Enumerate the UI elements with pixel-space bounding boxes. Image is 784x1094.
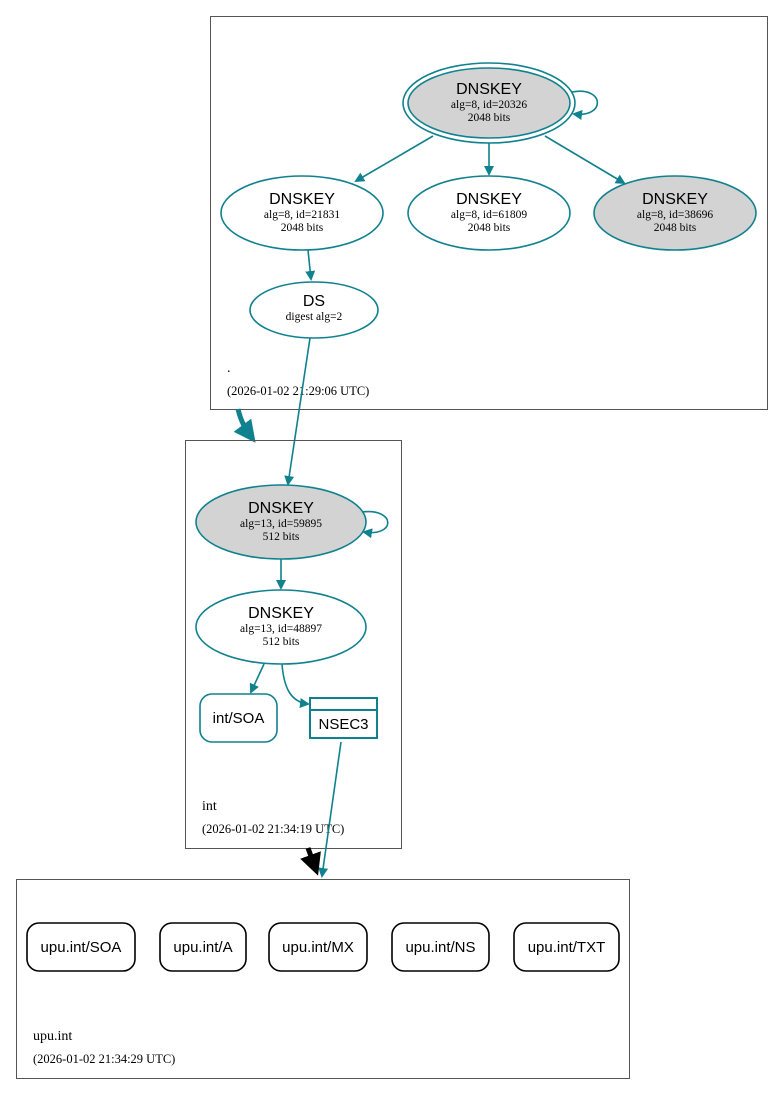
- rrset-box: [159, 922, 247, 972]
- node-title: DNSKEY: [456, 191, 522, 208]
- rrset-int-soa: int/SOA: [199, 693, 278, 743]
- node-size: 2048 bits: [654, 222, 697, 234]
- self-sign-edge-int-ksk: [361, 510, 389, 539]
- zone-root: . (2026-01-02 21:29:06 UTC): [210, 16, 768, 410]
- rrset-upu-txt: upu.int/TXT: [513, 922, 620, 972]
- nsec3-label: NSEC3: [318, 716, 368, 733]
- node-size: 2048 bits: [468, 222, 511, 234]
- edge-ds-to-int-ksk: [284, 337, 311, 486]
- node-title: DNSKEY: [269, 191, 335, 208]
- rrset-upu-soa: upu.int/SOA: [26, 922, 136, 972]
- node-algorithm: alg=8, id=38696: [637, 209, 713, 221]
- edge-21831-to-ds: [305, 249, 316, 281]
- dnskey-node-root-ksk: DNSKEY alg=8, id=20326 2048 bits: [402, 62, 576, 144]
- edge-zsk-to-int-soa: [249, 663, 265, 694]
- ds-ellipse: [249, 281, 379, 339]
- zone-upu-box: [16, 879, 630, 1079]
- nsec3-box: [309, 697, 378, 739]
- edge-ksk-to-38696: [544, 135, 626, 185]
- node-algorithm: alg=8, id=21831: [264, 209, 340, 221]
- ksk-ellipse: [407, 67, 571, 139]
- rrset-label: upu.int/SOA: [41, 939, 122, 956]
- zone-upu-timestamp: (2026-01-02 21:34:29 UTC): [33, 1052, 175, 1066]
- zone-root-box: [210, 16, 768, 410]
- ds-node: DS digest alg=2: [249, 281, 379, 339]
- node-title: DNSKEY: [248, 605, 314, 622]
- zone-root-timestamp: (2026-01-02 21:29:06 UTC): [227, 384, 369, 398]
- zone-int-box: [185, 440, 402, 849]
- delegation-edge-int-to-upu: [300, 847, 321, 876]
- rrset-label: upu.int/MX: [282, 939, 354, 956]
- node-algorithm: alg=8, id=20326: [451, 99, 527, 111]
- dnskey-node-root-61809: DNSKEY alg=8, id=61809 2048 bits: [407, 175, 571, 251]
- rrset-label: int/SOA: [213, 710, 265, 727]
- dnskey-node-int-zsk: DNSKEY alg=13, id=48897 512 bits: [195, 589, 367, 665]
- rrset-label: upu.int/NS: [405, 939, 475, 956]
- dnskey-node-root-38696: DNSKEY alg=8, id=38696 2048 bits: [593, 175, 757, 251]
- node-size: 2048 bits: [281, 222, 324, 234]
- node-digest: digest alg=2: [286, 311, 343, 323]
- zone-upu-int: upu.int (2026-01-02 21:34:29 UTC): [16, 879, 630, 1079]
- node-title: DNSKEY: [248, 500, 314, 517]
- node-title: DNSKEY: [642, 191, 708, 208]
- delegation-edge-root-to-int: [233, 408, 256, 443]
- self-sign-edge-root-ksk: [571, 90, 599, 120]
- zone-upu-name: upu.int: [33, 1029, 72, 1044]
- node-size: 2048 bits: [468, 112, 511, 124]
- zone-root-name: .: [227, 361, 231, 376]
- rrset-label: upu.int/A: [173, 939, 232, 956]
- node-algorithm: alg=13, id=48897: [240, 623, 322, 635]
- dnskey-ellipse: [195, 589, 367, 665]
- edge-zsk-to-nsec3: [281, 663, 310, 708]
- node-size: 512 bits: [263, 636, 300, 648]
- dnskey-ellipse: [220, 175, 384, 251]
- edge-ksk-to-21831: [354, 135, 434, 183]
- rrset-box: [268, 922, 368, 972]
- dnskey-node-root-21831: DNSKEY alg=8, id=21831 2048 bits: [220, 175, 384, 251]
- rrset-upu-mx: upu.int/MX: [268, 922, 368, 972]
- rrset-box: [391, 922, 490, 972]
- rrset-upu-ns: upu.int/NS: [391, 922, 490, 972]
- node-title: DNSKEY: [456, 81, 522, 98]
- rrset-box: [26, 922, 136, 972]
- dnskey-ellipse: [593, 175, 757, 251]
- rrset-label: upu.int/TXT: [528, 939, 606, 956]
- zone-int-timestamp: (2026-01-02 21:34:19 UTC): [202, 822, 344, 836]
- nsec3-node: NSEC3: [309, 697, 378, 739]
- dnskey-ellipse: [407, 175, 571, 251]
- zone-int: int (2026-01-02 21:34:19 UTC): [185, 440, 402, 849]
- node-title: DS: [303, 293, 325, 310]
- node-algorithm: alg=8, id=61809: [451, 209, 527, 221]
- rrset-upu-a: upu.int/A: [159, 922, 247, 972]
- edge-nsec3-to-upu: [318, 741, 342, 878]
- zone-int-name: int: [202, 799, 217, 814]
- rrset-box: [199, 693, 278, 743]
- dnskey-node-int-ksk: DNSKEY alg=13, id=59895 512 bits: [195, 484, 367, 560]
- node-algorithm: alg=13, id=59895: [240, 518, 322, 530]
- rrset-box: [513, 922, 620, 972]
- node-size: 512 bits: [263, 531, 300, 543]
